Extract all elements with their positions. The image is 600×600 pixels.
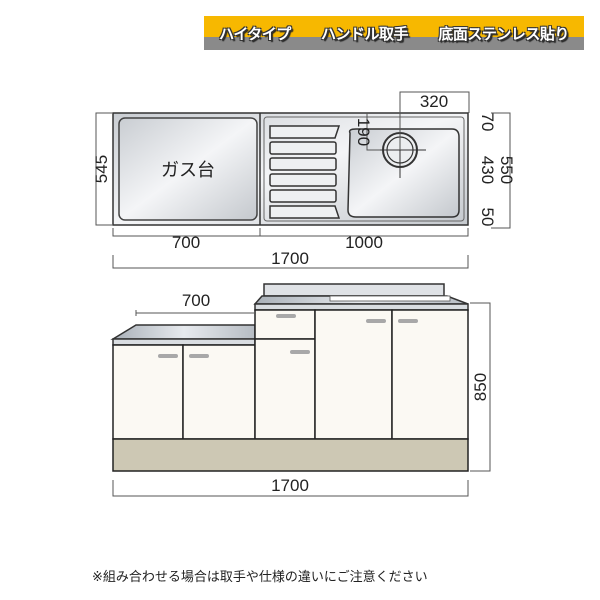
- cabinet-door-1[interactable]: [112, 344, 184, 440]
- dim-550: 550: [497, 156, 516, 184]
- dim-drain-320: 320: [420, 92, 448, 111]
- stove-countertop: [110, 324, 256, 340]
- dim-line-total-top: [112, 255, 469, 269]
- dim-line-sections: [112, 228, 469, 237]
- dim-front-stove-700: 700: [182, 291, 210, 310]
- feature-banner: ハイタイプ ハンドル取手 底面ステンレス貼り: [204, 16, 584, 50]
- plinth: [112, 438, 469, 472]
- top-view: 545 ガス台 320 190 70 430: [92, 91, 516, 269]
- cabinet-door-2[interactable]: [182, 344, 256, 440]
- dim-line-depth: [95, 112, 112, 226]
- drainboard-ribs: [269, 125, 341, 219]
- dim-line-drain-y: [366, 113, 380, 151]
- right-dims: 70 430 50 550: [478, 112, 516, 229]
- handle-icons: [158, 314, 418, 358]
- dim-sink-1000: 1000: [345, 233, 383, 252]
- dim-70: 70: [478, 113, 497, 132]
- stove-label: ガス台: [161, 160, 215, 181]
- caution-note: ※組み合わせる場合は取手や仕様の違いにご注意ください: [92, 570, 428, 585]
- dim-stove-700: 700: [172, 233, 200, 252]
- dim-total-1700-top: 1700: [271, 249, 309, 268]
- dim-total-1700-front: 1700: [271, 476, 309, 495]
- cabinet-door-5[interactable]: [391, 309, 469, 440]
- front-view: 700 850: [110, 283, 491, 497]
- feature-high-type: ハイタイプ: [219, 24, 291, 43]
- cabinet-door-4[interactable]: [314, 309, 393, 440]
- dim-depth-545: 545: [92, 155, 111, 183]
- stove-area: [118, 117, 258, 221]
- dim-line-height: [470, 302, 491, 472]
- dim-line-total-front: [112, 480, 469, 497]
- dim-height-850: 850: [471, 373, 490, 401]
- dim-430: 430: [478, 156, 497, 184]
- banner-gray-band: [204, 37, 584, 50]
- cabinet-door-3[interactable]: [254, 338, 316, 440]
- dim-line-drain-x: [399, 91, 470, 150]
- sink-panel: [263, 116, 465, 222]
- banner-yellow-band: [204, 16, 584, 37]
- dim-drain-190: 190: [354, 118, 373, 146]
- feature-stainless-bottom: 底面ステンレス貼り: [438, 24, 569, 43]
- sink-backsplash: [263, 283, 445, 297]
- dim-50: 50: [478, 208, 497, 227]
- sink-bowl: [347, 128, 460, 218]
- feature-handle-pull: ハンドル取手: [321, 24, 409, 43]
